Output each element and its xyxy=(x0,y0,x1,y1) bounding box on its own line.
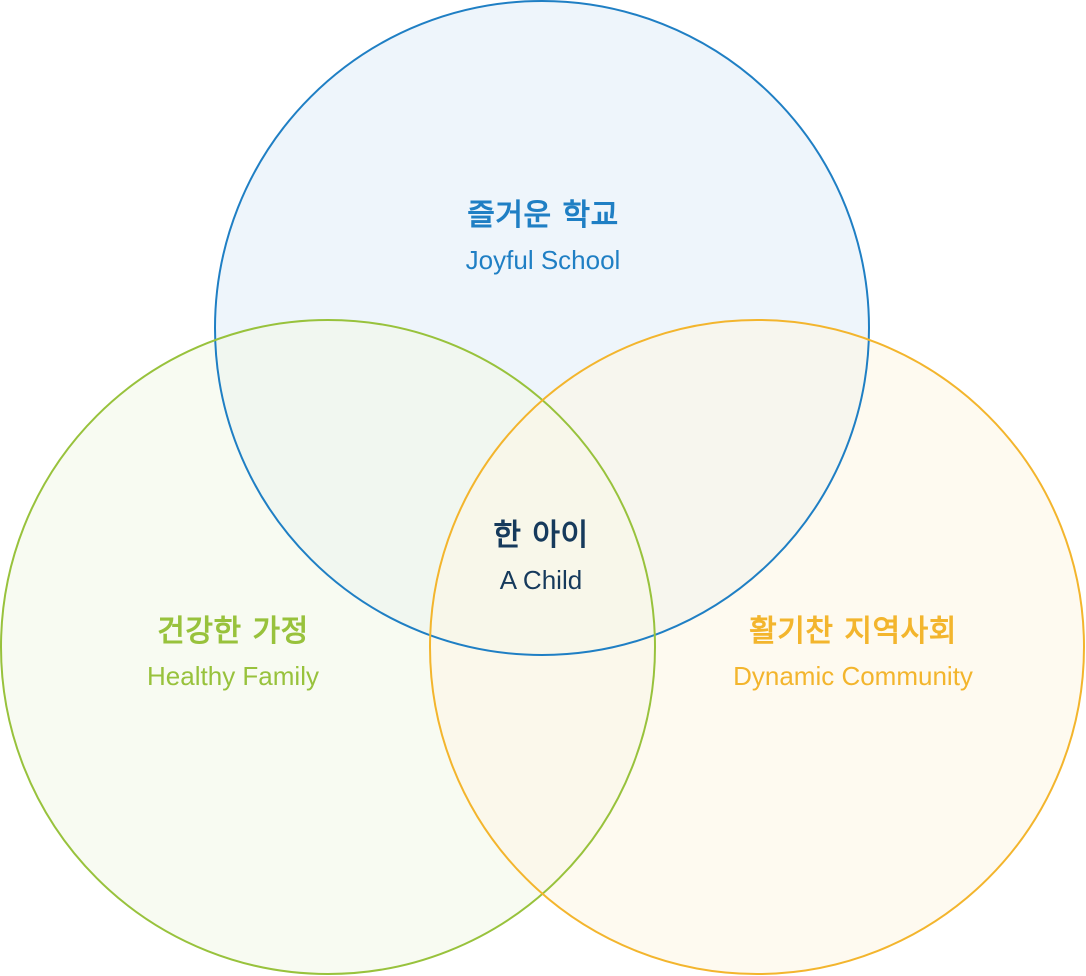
family-title-english: Healthy Family xyxy=(147,661,319,691)
community-title-english: Dynamic Community xyxy=(733,661,973,691)
community-circle-fill xyxy=(430,320,1084,974)
family-circle xyxy=(0,319,656,975)
community-title-korean: 활기찬 지역사회 xyxy=(749,614,957,649)
family-label: 건강한 가정 Healthy Family xyxy=(147,612,319,696)
center-label: 한 아이 A Child xyxy=(493,516,588,600)
center-title-english: A Child xyxy=(499,565,583,595)
community-label: 활기찬 지역사회 Dynamic Community xyxy=(733,612,973,696)
community-circle xyxy=(429,319,1085,975)
family-title-korean: 건강한 가정 xyxy=(157,614,309,649)
center-title-korean: 한 아이 xyxy=(493,518,589,553)
school-circle xyxy=(214,0,870,656)
school-label: 즐거운 학교 Joyful School xyxy=(466,196,621,280)
school-title-korean: 즐거운 학교 xyxy=(467,198,619,233)
school-title-english: Joyful School xyxy=(465,245,621,275)
